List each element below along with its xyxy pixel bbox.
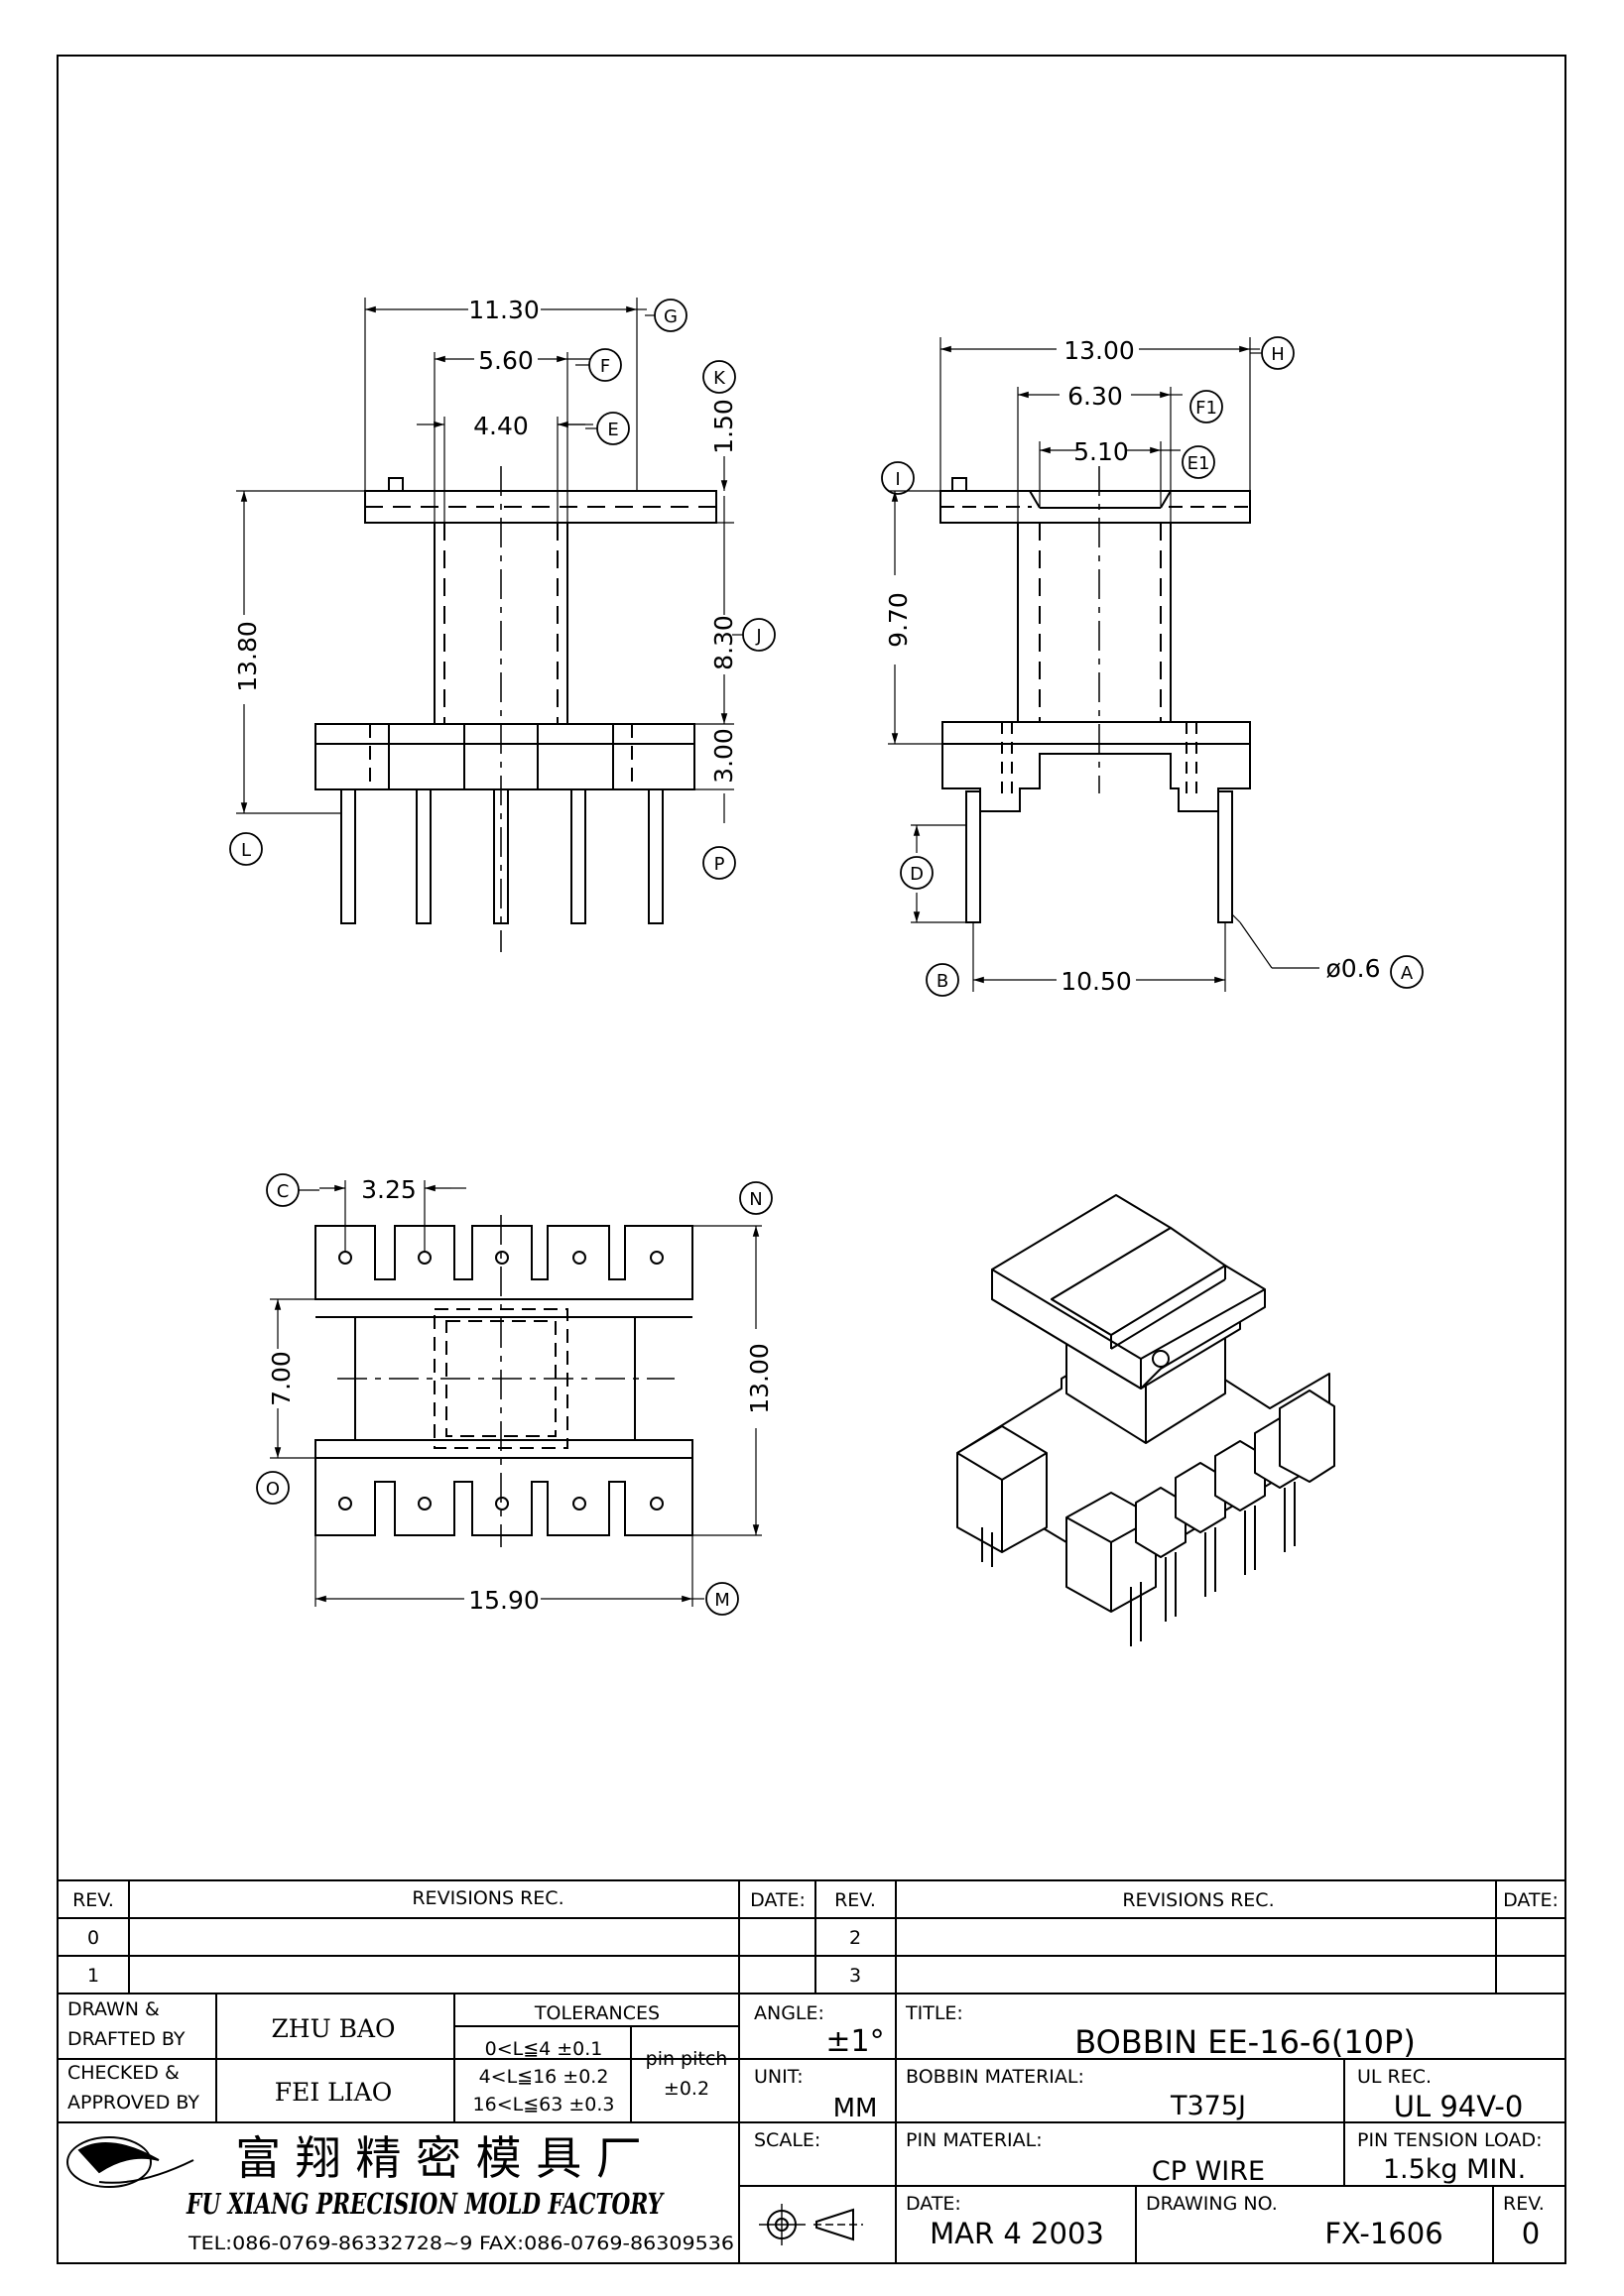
date-value: MAR 4 2003 [930,2217,1104,2250]
rev-1: 1 [87,1965,99,1987]
drawn-label-line2: DRAFTED BY [67,2028,186,2050]
side-dim-width-inner: 5.10 [1073,437,1129,466]
callout-e: E [607,420,618,440]
unit-value: MM [833,2094,878,2123]
date-header-right: DATE: [1503,1889,1559,1911]
angle-value: ±1° [825,2024,884,2059]
checked-label-line1: CHECKED & [67,2062,180,2084]
front-dim-height-overall: 13.80 [233,621,262,692]
tolerance-row-2: 4<L≦16 ±0.2 [479,2066,609,2088]
ul-rec-label: UL REC. [1357,2066,1432,2088]
title-block [58,1994,1565,2263]
callout-e1: E1 [1187,453,1210,474]
drawn-by: ZHU BAO [271,2014,395,2043]
date-label: DATE: [906,2193,961,2215]
front-view [229,298,776,952]
tolerance-row-1: 0<L≦4 ±0.1 [485,2038,603,2060]
side-dim-width-overall: 13.00 [1063,336,1135,365]
drawn-label-line1: DRAWN & [67,1998,160,2020]
callout-b: B [937,971,948,992]
tolerances-label: TOLERANCES [534,2002,660,2024]
company-name-chinese: 富 翔 精 密 模 具 厂 [235,2131,642,2185]
callout-g: G [664,306,678,327]
rev-0: 0 [87,1927,99,1949]
isometric-view [956,1194,1335,1646]
bottom-dim-length: 15.90 [468,1586,540,1615]
callout-j: J [755,626,761,647]
side-dim-pin-dia: ø0.6 [1325,954,1380,983]
front-dim-flange-thk: 1.50 [709,399,738,454]
callout-d: D [910,864,924,885]
bobbin-material-value: T375J [1170,2091,1246,2121]
callout-a: A [1401,963,1414,984]
front-dim-width-inner: 4.40 [473,412,529,440]
pin-tension-label: PIN TENSION LOAD: [1357,2129,1543,2151]
callout-h: H [1271,344,1285,365]
scale-label: SCALE: [754,2129,820,2151]
rev-value: 0 [1522,2217,1540,2250]
bottom-dim-pin-pitch: 3.25 [361,1175,417,1204]
bottom-dim-depth: 13.00 [745,1343,774,1414]
date-header-left: DATE: [750,1889,806,1911]
sheet-border [57,55,1566,2264]
drawing-no-label: DRAWING NO. [1146,2193,1278,2215]
callout-i: I [895,469,900,490]
front-dim-width-overall: 11.30 [468,296,540,324]
drawing-title: BOBBIN EE-16-6(10P) [1074,2023,1416,2061]
revision-table-text: REV. REVISIONS REC. DATE: REV. REVISIONS… [72,1887,1559,1987]
rev-header-right: REV. [834,1889,876,1911]
unit-label: UNIT: [754,2066,804,2088]
side-view [881,336,1424,997]
side-dim-width-mid: 6.30 [1067,382,1123,411]
bobbin-material-label: BOBBIN MATERIAL: [906,2066,1084,2088]
company-contact: TEL:086-0769-86332728~9 FAX:086-0769-863… [187,2233,734,2254]
callout-k: K [713,368,726,389]
callout-f1: F1 [1195,398,1217,419]
pin-pitch-label: pin pitch [646,2048,728,2070]
pin-material-value: CP WIRE [1152,2156,1265,2187]
title-block-text: DRAWN & DRAFTED BY ZHU BAO CHECKED & APP… [67,1998,1545,2254]
pin-material-label: PIN MATERIAL: [906,2129,1043,2151]
company-name-english: FU XIANG PRECISION MOLD FACTORY [186,2187,665,2221]
front-dim-window-height: 8.30 [709,615,738,670]
side-dim-pin-span: 10.50 [1061,967,1132,996]
rev-2: 2 [849,1927,861,1949]
tolerance-row-3: 16<L≦63 ±0.3 [473,2094,615,2115]
title-label: TITLE: [905,2002,963,2024]
callout-o: O [266,1479,280,1500]
front-dim-base-height: 3.00 [709,728,738,784]
revisions-rec-header-left: REVISIONS REC. [412,1887,563,1909]
callout-f: F [600,356,610,377]
pin-pitch-tolerance: ±0.2 [664,2078,709,2100]
pin-tension-value: 1.5kg MIN. [1383,2154,1526,2185]
front-dim-width-mid: 5.60 [478,346,534,375]
side-dim-height: 9.70 [884,592,913,648]
callout-m: M [714,1590,730,1611]
ul-rec-value: UL 94V-0 [1394,2090,1524,2123]
checked-by: FEI LIAO [275,2078,392,2107]
callout-p: P [714,854,725,875]
rev-header-left: REV. [72,1889,114,1911]
callout-c: C [277,1181,290,1202]
rev-3: 3 [849,1965,861,1987]
revisions-rec-header-right: REVISIONS REC. [1122,1889,1274,1911]
callout-l: L [241,840,251,861]
checked-label-line2: APPROVED BY [67,2092,199,2114]
callout-n: N [749,1189,762,1210]
rev-label: REV. [1503,2193,1545,2215]
side-view-labels: 13.00 6.30 5.10 9.70 10.50 ø0.6 H F1 E1 … [884,336,1414,996]
bottom-view [256,1173,773,1616]
bottom-dim-inner: 7.00 [267,1351,296,1406]
revision-table [58,1879,1565,1994]
drawing-no-value: FX-1606 [1324,2217,1442,2250]
angle-label: ANGLE: [754,2002,824,2024]
bottom-view-labels: 3.25 7.00 13.00 15.90 C N O M [266,1175,774,1615]
front-view-labels: 11.30 5.60 4.40 1.50 13.80 8.30 3.00 G F… [233,296,762,875]
